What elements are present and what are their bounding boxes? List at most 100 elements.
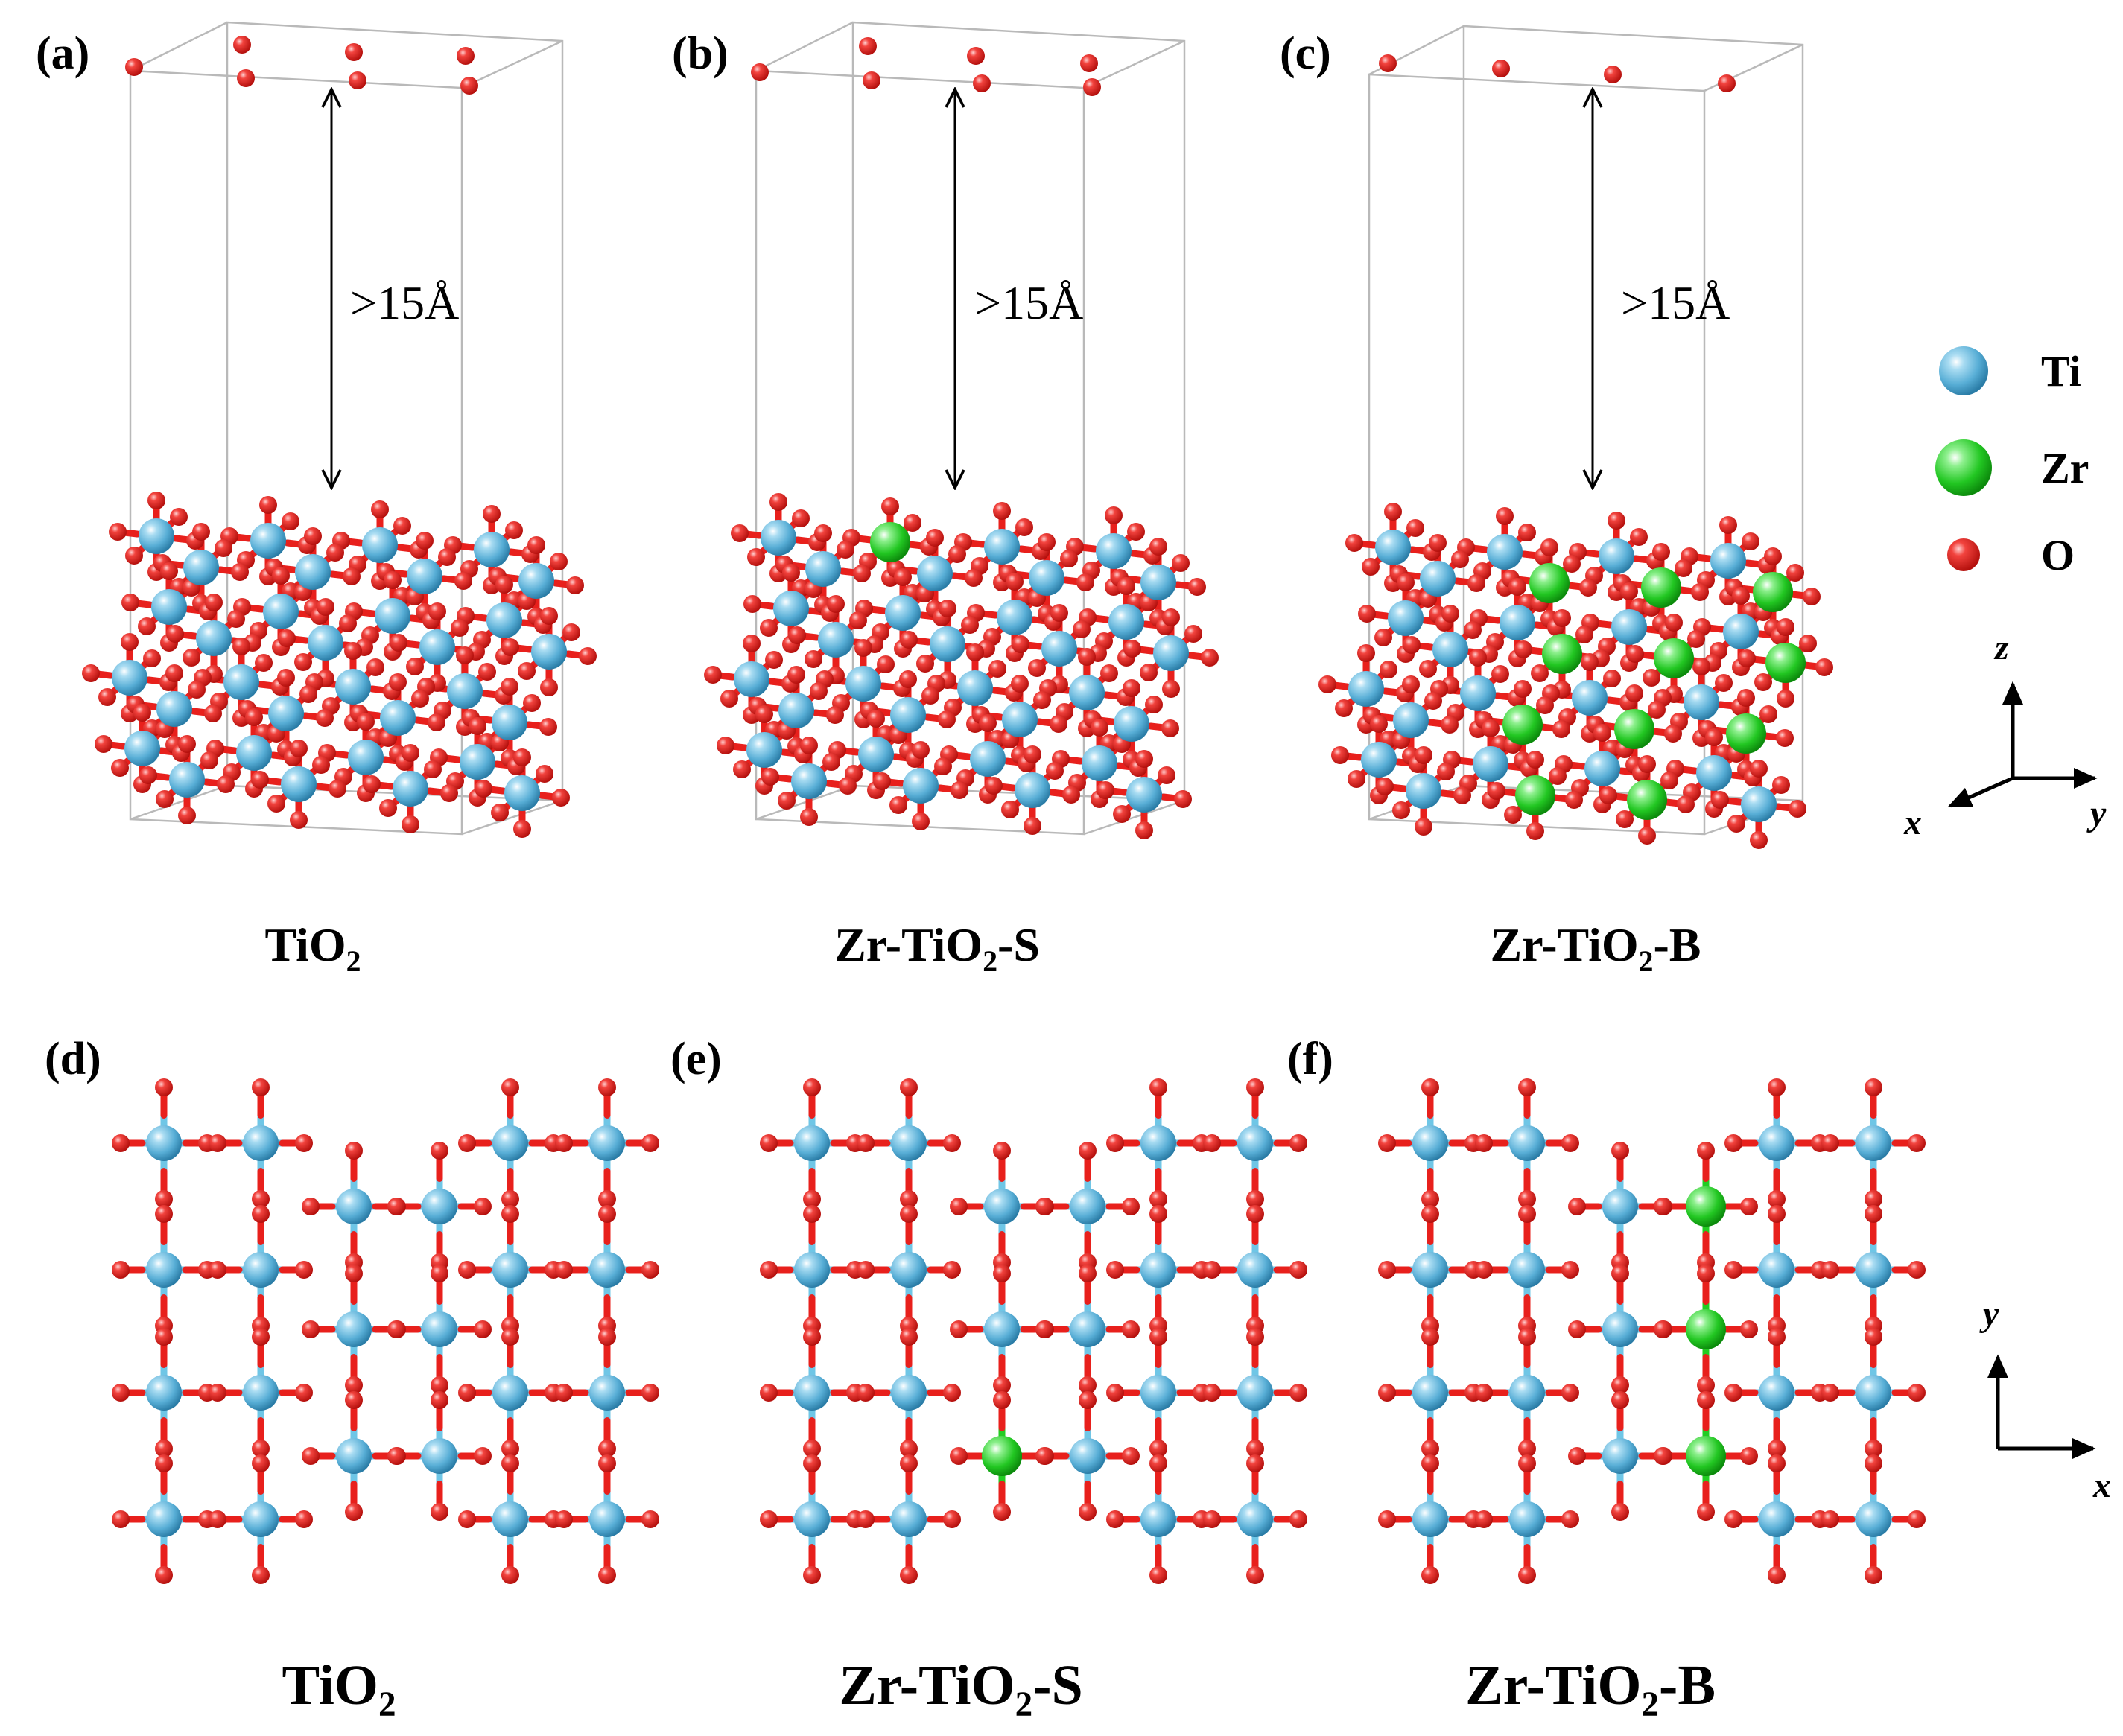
o-atom (1611, 1265, 1629, 1282)
o-atom (1711, 791, 1729, 809)
ti-atom (422, 1311, 457, 1347)
zr-atom (1614, 709, 1654, 749)
slab-atoms (82, 492, 597, 838)
o-atom (539, 718, 557, 736)
o-atom (1654, 1447, 1672, 1465)
o-atom (1149, 1440, 1167, 1457)
o-atom (1865, 1328, 1882, 1346)
ti-atom (1599, 538, 1634, 574)
o-atom (1687, 630, 1705, 648)
o-atom (156, 790, 174, 808)
o-atom (751, 63, 769, 81)
o-atom (1504, 806, 1522, 824)
o-atom (259, 496, 277, 514)
ti-atom (761, 520, 796, 556)
ti-atom (930, 626, 965, 662)
o-atom (357, 713, 375, 731)
o-atom (1803, 588, 1821, 605)
o-atom (345, 1376, 363, 1394)
o-atom (402, 815, 419, 833)
o-atom (474, 1447, 492, 1465)
o-atom (993, 502, 1011, 520)
o-atom (900, 1328, 918, 1346)
adsorbed-oxygen-row (751, 37, 1101, 96)
ti-atom (1856, 1501, 1891, 1537)
o-atom (233, 36, 251, 54)
z-axis-label: z (1993, 628, 2009, 667)
panel-label: (f) (1287, 1034, 1333, 1084)
o-atom (1821, 1384, 1839, 1402)
ti-atom (1041, 631, 1077, 667)
ti-atom (295, 554, 331, 590)
o-atom (1475, 1134, 1493, 1152)
o-atom (1397, 573, 1415, 591)
o-atom (1491, 665, 1509, 683)
o-atom (720, 690, 738, 708)
cell-edge (461, 799, 563, 836)
o-atom (501, 1190, 519, 1208)
o-atom (641, 1261, 659, 1279)
o-atom (1759, 705, 1777, 723)
o-atom (501, 1205, 519, 1223)
o-atom (1246, 1205, 1264, 1223)
o-atom (302, 1320, 320, 1338)
o-atom (1289, 1510, 1307, 1528)
x-axis-label: x (1903, 803, 1922, 842)
o-atom (1289, 1384, 1307, 1402)
o-atom (390, 634, 407, 652)
ti-atom (1509, 1501, 1545, 1537)
ti-atom (1348, 671, 1384, 707)
ti-atom (589, 1375, 625, 1411)
panel-e-top-view-zr-tio2-s: (e) Zr-TiO2-S (670, 1034, 1307, 1724)
ti-atom (112, 660, 147, 696)
o-atom (1540, 538, 1558, 556)
o-atom (1467, 574, 1485, 592)
o-atom (316, 709, 334, 727)
o-atom (1246, 1078, 1264, 1096)
o-atom (1079, 1265, 1097, 1282)
ti-atom (169, 762, 205, 798)
o-atom (704, 666, 722, 684)
ti-atom (1509, 1375, 1545, 1411)
o-atom (598, 1190, 616, 1208)
o-atom (458, 1510, 476, 1528)
o-atom (251, 771, 269, 789)
o-atom (363, 775, 381, 793)
ti-atom (1856, 1252, 1891, 1288)
o-atom (1246, 1440, 1264, 1457)
o-atom (1768, 1328, 1786, 1346)
o-atom (1378, 1261, 1396, 1279)
o-atom (1188, 578, 1206, 596)
ti-atom (1140, 1125, 1176, 1161)
o-atom (252, 1190, 270, 1208)
o-atom (1553, 609, 1571, 627)
ti-atom (845, 666, 881, 702)
legend-item-ti: Ti (1939, 346, 2081, 395)
o-atom (1345, 534, 1363, 552)
o-atom (743, 635, 761, 652)
zr-atom (1686, 1309, 1726, 1349)
o-atom (579, 647, 597, 665)
o-atom (384, 571, 402, 589)
o-atom (424, 760, 442, 778)
o-atom (1378, 1384, 1396, 1402)
o-atom (231, 563, 249, 581)
o-atom (469, 717, 486, 735)
o-atom (387, 1447, 405, 1465)
o-atom (755, 705, 773, 723)
o-atom (166, 625, 184, 643)
legend-label: Zr (2041, 444, 2089, 492)
o-atom (1335, 699, 1353, 717)
o-atom (760, 1134, 778, 1152)
o-atom (934, 757, 952, 775)
o-atom (155, 1078, 173, 1096)
o-atom (299, 685, 317, 703)
o-atom (1079, 1503, 1097, 1521)
o-atom (1724, 1134, 1742, 1152)
o-atom (295, 1134, 313, 1152)
o-atom (747, 548, 765, 566)
o-atom (474, 1198, 492, 1215)
o-atom (1097, 781, 1114, 799)
o-atom (1079, 1391, 1097, 1409)
o-atom (1135, 821, 1153, 839)
